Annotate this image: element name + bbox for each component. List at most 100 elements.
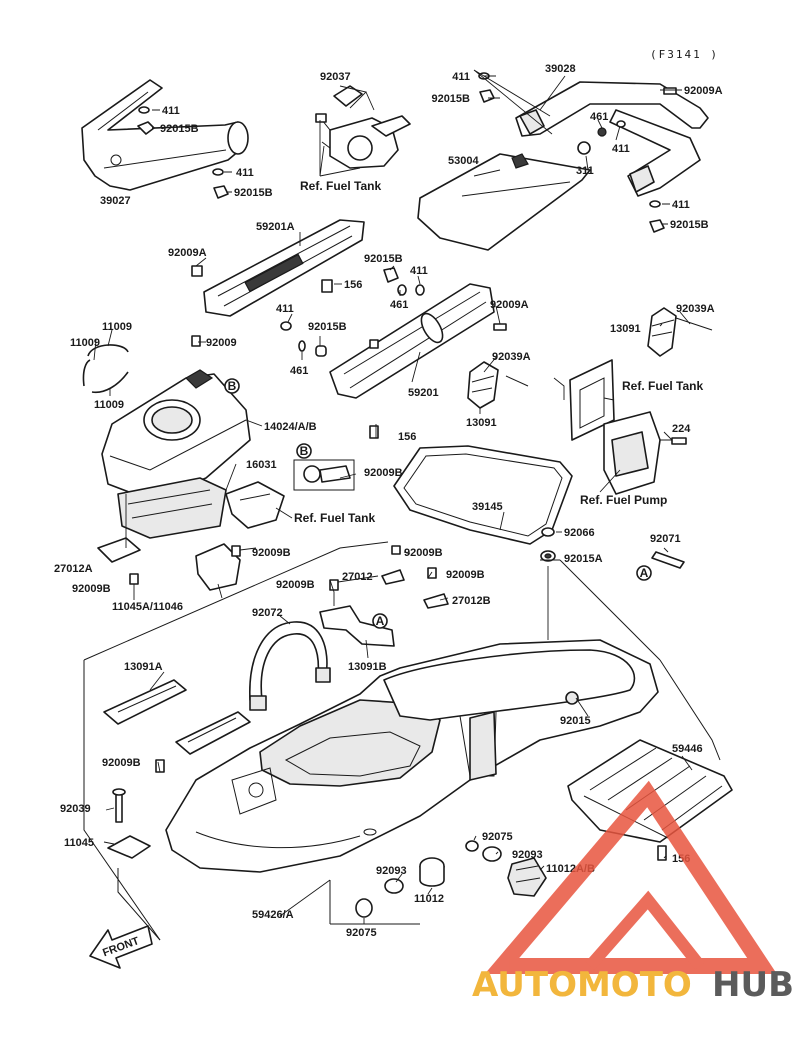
label-13091b: 13091B [348, 661, 387, 673]
label-92071: 92071 [650, 533, 681, 545]
label-27012a: 27012A [54, 563, 93, 575]
label-92015b: 92015B [308, 321, 347, 333]
gasket-39145-drawing [393, 445, 573, 545]
label-311: 311 [576, 165, 594, 177]
part-labels: 411 39028 92037 92015B 92009A 411 92015B… [54, 63, 723, 939]
label-92009b: 92009B [446, 569, 485, 581]
label-11009: 11009 [70, 337, 100, 349]
label-11045: 11045 [64, 837, 94, 849]
label-224: 224 [672, 423, 691, 435]
group-outlines [83, 541, 721, 941]
label-92039a: 92039A [492, 351, 531, 363]
callout-a-pin [636, 565, 652, 581]
bracket-11045-drawing [107, 788, 151, 859]
label-92009b: 92009B [364, 467, 403, 479]
logo-inner-triangle-icon [585, 890, 705, 970]
label-156: 156 [344, 279, 362, 291]
label-16031: 16031 [246, 459, 277, 471]
label-461: 461 [290, 365, 308, 377]
label-92009a: 92009A [684, 85, 723, 97]
label-92039: 92039 [60, 803, 91, 815]
callout-a-bracket [372, 613, 388, 629]
label-92009a: 92009A [490, 299, 529, 311]
label-11009: 11009 [94, 399, 124, 411]
callout-a-bracket-label: A [376, 614, 385, 628]
automotohub-watermark-logo [484, 780, 777, 974]
label-27012: 27012 [342, 571, 373, 583]
label-53004: 53004 [448, 155, 479, 167]
label-92015b: 92015B [670, 219, 709, 231]
label-92093: 92093 [512, 849, 543, 861]
handle-39028-drawing [515, 81, 709, 197]
callout-b-upper-label: B [228, 379, 237, 393]
ref-fuel-pump: Ref. Fuel Pump [580, 493, 667, 507]
label-461: 461 [390, 299, 408, 311]
label-92009b: 92009B [102, 757, 141, 769]
callout-b-upper [224, 378, 240, 394]
handle-39027-drawing [81, 79, 249, 191]
label-39145: 39145 [472, 501, 503, 513]
reference-labels: Ref. Fuel Tank Ref. Fuel Tank Ref. Fuel … [294, 179, 703, 525]
label-13091a: 13091A [124, 661, 163, 673]
clip-13091-upper-drawing [647, 307, 677, 357]
callout-a-pin-label: A [640, 566, 649, 580]
label-13091: 13091 [466, 417, 497, 429]
label-13091: 13091 [610, 323, 641, 335]
hose-11009-drawing [82, 344, 129, 394]
label-92075: 92075 [346, 927, 377, 939]
detail-b-drawing [293, 459, 355, 491]
hull-59426-drawing [165, 639, 659, 873]
bracket-13091A-drawing [103, 679, 251, 755]
label-11009: 11009 [102, 321, 132, 333]
label-11045a-11046: 11045A/11046 [112, 601, 183, 613]
label-156: 156 [398, 431, 416, 443]
hardware-drawing [129, 72, 713, 861]
watermark-text-automoto: AUTOMOTO [472, 965, 692, 1005]
bracket-13091-drawing [569, 359, 615, 441]
fitting-11012-drawing [384, 857, 445, 894]
leader-lines [93, 69, 693, 924]
logo-triangle-icon [484, 780, 777, 974]
label-59201: 59201 [408, 387, 439, 399]
label-92009b: 92009B [72, 583, 111, 595]
label-92009b: 92009B [276, 579, 315, 591]
label-92015: 92015 [560, 715, 591, 727]
label-92039a: 92039A [676, 303, 715, 315]
label-92015b: 92015B [364, 253, 403, 265]
bracket-11045A-drawing [195, 543, 241, 591]
callout-b-detail-label: B [300, 444, 309, 458]
label-11012: 11012 [414, 893, 444, 905]
label-411: 411 [276, 303, 294, 315]
label-92037: 92037 [320, 71, 351, 83]
clip-13091-center-drawing [467, 361, 499, 409]
bracket-27012A-drawing [97, 537, 141, 563]
bracket-fuel-tank-drawing [225, 481, 285, 529]
label-411: 411 [672, 199, 690, 211]
label-59201a: 59201A [256, 221, 295, 233]
plug-92075-drawing [355, 840, 479, 918]
label-92015b: 92015B [234, 187, 273, 199]
label-411: 411 [236, 167, 254, 179]
label-92009b: 92009B [404, 547, 443, 559]
front-arrow-icon: FRONT [89, 925, 153, 969]
cover-59201A-drawing [203, 219, 365, 317]
cover-14024-drawing [101, 369, 251, 501]
watermark-text-hub: HUB [712, 965, 794, 1005]
label-411: 411 [452, 71, 470, 83]
label-411: 411 [410, 265, 428, 277]
label-92093: 92093 [376, 865, 407, 877]
callout-b-detail [296, 443, 312, 459]
label-59426-a: 59426/A [252, 909, 294, 921]
label-411: 411 [612, 143, 630, 155]
label-39027: 39027 [100, 195, 131, 207]
label-92072: 92072 [252, 607, 283, 619]
label-92015b: 92015B [431, 93, 470, 105]
label-92009b: 92009B [252, 547, 291, 559]
fuel-pump-drawing [603, 411, 684, 495]
bracket-13091B-drawing [319, 605, 395, 647]
label-411: 411 [162, 105, 180, 117]
label-92015b: 92015B [160, 123, 199, 135]
callouts: B B A A [224, 378, 652, 629]
fitting-11012AB-drawing [482, 846, 547, 897]
label-14024-a-b: 14024/A/B [264, 421, 317, 433]
